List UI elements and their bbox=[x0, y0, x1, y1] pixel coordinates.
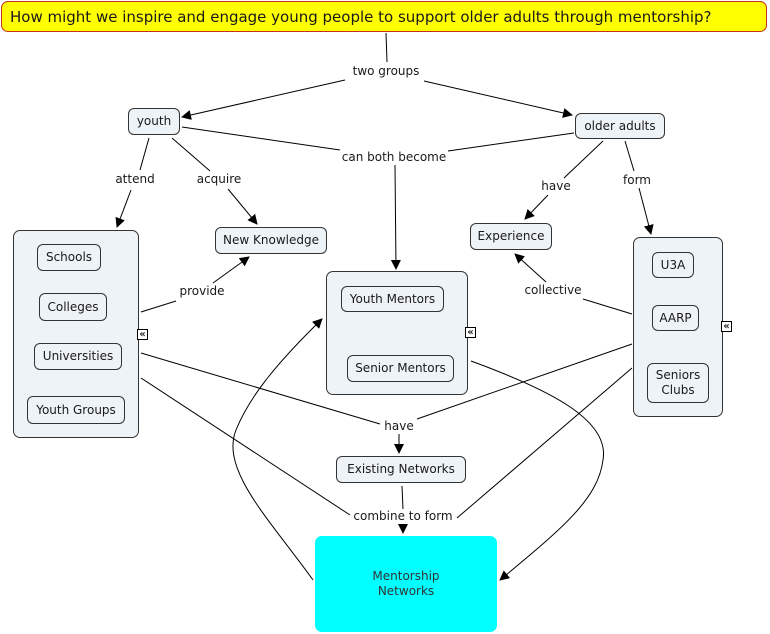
concept-older-adults[interactable]: older adults bbox=[575, 113, 665, 139]
concept-colleges[interactable]: Colleges bbox=[39, 293, 107, 321]
link-acquire-new-knowledge bbox=[227, 188, 258, 225]
link-education-provide bbox=[140, 300, 177, 313]
link-older-adults-form bbox=[624, 140, 635, 172]
concept-existing-networks[interactable]: Existing Networks bbox=[336, 456, 466, 483]
link-senior-orgs-collective bbox=[582, 298, 633, 315]
linking-phrase-can-both-become: can both become bbox=[339, 150, 449, 164]
linking-phrase-have-networks: have bbox=[382, 419, 416, 433]
link-two-groups-older-adults bbox=[423, 80, 573, 118]
linking-phrase-collective: collective bbox=[522, 283, 584, 297]
concept-senior-mentors[interactable]: Senior Mentors bbox=[347, 355, 454, 382]
link-senior-orgs-combine bbox=[456, 367, 633, 519]
link-education-combine bbox=[140, 377, 351, 516]
group-mentors[interactable]: Youth Mentors Senior Mentors bbox=[326, 271, 468, 395]
link-youth-can-both-become bbox=[181, 126, 341, 151]
link-can-both-become-mentors bbox=[390, 164, 401, 270]
linking-phrase-two-groups: two groups bbox=[350, 64, 422, 78]
concept-seniors-clubs[interactable]: Seniors Clubs bbox=[647, 363, 709, 403]
link-youth-attend bbox=[139, 137, 150, 171]
link-education-have bbox=[140, 352, 381, 425]
link-question-two-groups bbox=[385, 32, 388, 63]
concept-youth-groups[interactable]: Youth Groups bbox=[27, 396, 125, 424]
link-collective-experience bbox=[514, 253, 547, 283]
link-older-adults-can-both-become bbox=[447, 132, 575, 152]
concept-new-knowledge[interactable]: New Knowledge bbox=[215, 227, 327, 254]
collapse-education-icon[interactable]: « bbox=[137, 329, 148, 340]
link-existing-networks-combine bbox=[401, 485, 404, 510]
link-youth-acquire bbox=[171, 137, 211, 172]
linking-phrase-have-experience: have bbox=[539, 179, 573, 193]
concept-experience[interactable]: Experience bbox=[470, 223, 552, 250]
group-education[interactable]: Schools Colleges Universities Youth Grou… bbox=[13, 230, 139, 438]
linking-phrase-combine-to-form: combine to form bbox=[351, 509, 455, 523]
concept-aarp[interactable]: AARP bbox=[652, 305, 699, 331]
collapse-senior-orgs-icon[interactable]: « bbox=[721, 321, 732, 332]
linking-phrase-form: form bbox=[621, 173, 653, 187]
link-attend-education bbox=[115, 189, 132, 228]
concept-youth[interactable]: youth bbox=[128, 108, 180, 135]
link-mentors-to-mentorship bbox=[470, 360, 604, 581]
linking-phrase-attend: attend bbox=[113, 172, 157, 186]
link-mentorship-to-mentors bbox=[232, 318, 323, 581]
concept-youth-mentors[interactable]: Youth Mentors bbox=[341, 286, 444, 312]
link-provide-new-knowledge bbox=[212, 256, 250, 284]
linking-phrase-acquire: acquire bbox=[194, 172, 244, 186]
link-form-senior-orgs bbox=[638, 187, 654, 235]
focus-question: How might we inspire and engage young pe… bbox=[1, 1, 767, 32]
link-older-adults-have bbox=[563, 140, 604, 179]
link-have-experience bbox=[524, 194, 549, 220]
group-senior-orgs[interactable]: U3A AARP Seniors Clubs bbox=[633, 237, 723, 417]
link-two-groups-youth bbox=[181, 79, 346, 120]
concept-universities[interactable]: Universities bbox=[34, 343, 122, 370]
concept-u3a[interactable]: U3A bbox=[652, 252, 694, 278]
collapse-mentors-icon[interactable]: « bbox=[465, 327, 476, 338]
link-senior-orgs-have bbox=[416, 343, 633, 420]
concept-mentorship-networks[interactable]: Mentorship Networks bbox=[315, 536, 497, 632]
concept-schools[interactable]: Schools bbox=[37, 244, 101, 271]
linking-phrase-provide: provide bbox=[177, 284, 227, 298]
